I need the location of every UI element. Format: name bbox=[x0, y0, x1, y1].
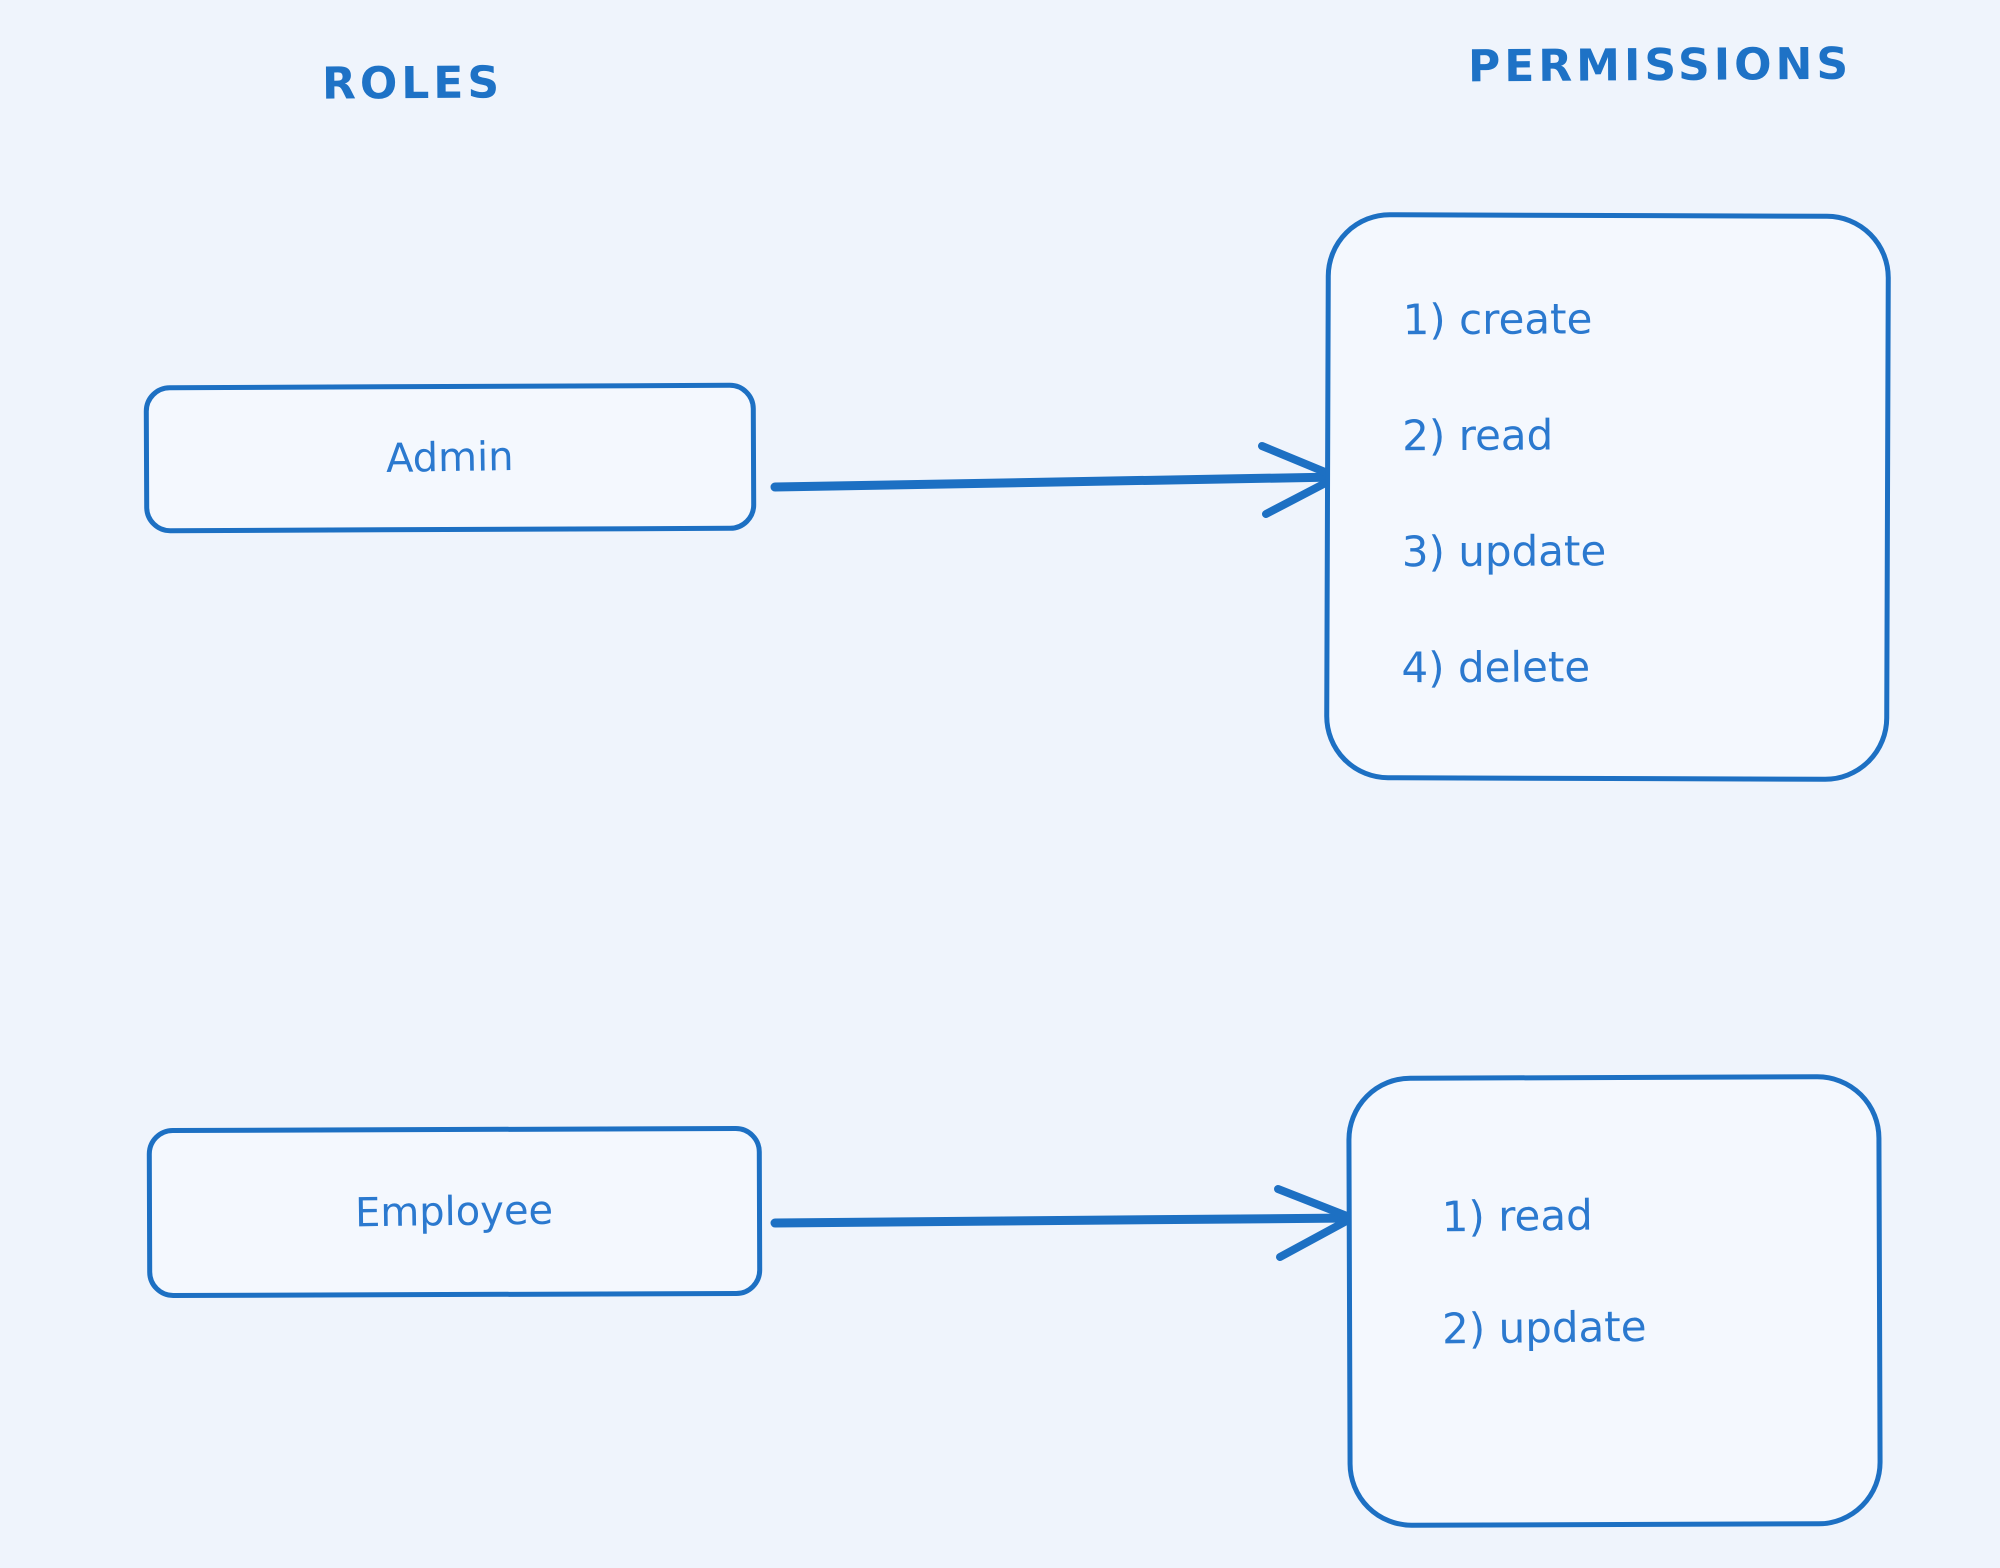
permission-list-item: 4) delete bbox=[1401, 642, 1591, 693]
permission-list-item: 1) read bbox=[1441, 1190, 1594, 1242]
arrow-head bbox=[1274, 1185, 1356, 1261]
role-node-employee-label: Employee bbox=[355, 1187, 554, 1237]
arrow-line bbox=[770, 472, 1342, 492]
permission-list-item: 1) create bbox=[1402, 294, 1593, 345]
permissions-column-header: PERMISSIONS bbox=[1467, 38, 1853, 93]
role-node-admin-label: Admin bbox=[385, 434, 515, 482]
arrow-line bbox=[770, 1213, 1357, 1228]
role-node-admin[interactable]: Admin bbox=[143, 382, 757, 534]
roles-column-header: ROLES bbox=[321, 57, 504, 110]
permission-list-item: 2) read bbox=[1402, 410, 1554, 461]
permission-list-item: 2) update bbox=[1441, 1301, 1647, 1354]
permissions-node-admin[interactable]: 1) create 2) read 3) update 4) delete bbox=[1324, 212, 1891, 782]
permission-list-item: 3) update bbox=[1401, 526, 1607, 577]
role-node-employee[interactable]: Employee bbox=[146, 1125, 763, 1299]
permissions-node-employee[interactable]: 1) read 2) update bbox=[1346, 1074, 1883, 1528]
employee-permissions-arrow[interactable] bbox=[767, 1165, 1362, 1275]
admin-permissions-arrow[interactable] bbox=[765, 425, 1350, 540]
